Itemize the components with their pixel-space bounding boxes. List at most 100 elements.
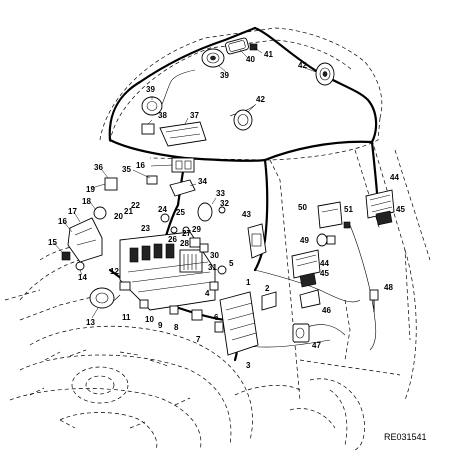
callout-36: 36 bbox=[94, 163, 103, 172]
switch-15 bbox=[61, 251, 71, 261]
relay-29 bbox=[189, 237, 201, 248]
part-27 bbox=[182, 226, 190, 234]
callout-25: 25 bbox=[176, 208, 185, 217]
callout-16-left: 16 bbox=[58, 217, 67, 226]
callout-44-lower: 44 bbox=[320, 259, 329, 268]
callout-labels: 1 2 3 4 5 6 7 8 9 10 11 12 13 14 15 16 1… bbox=[48, 50, 405, 370]
speaker-42-upper bbox=[315, 62, 335, 86]
tractor-outline bbox=[4, 27, 431, 450]
callout-43: 43 bbox=[242, 210, 251, 219]
callout-12: 12 bbox=[110, 267, 119, 276]
relay-28 bbox=[199, 243, 209, 253]
callout-26: 26 bbox=[168, 235, 177, 244]
callout-20: 20 bbox=[114, 212, 123, 221]
flasher-22 bbox=[197, 202, 213, 222]
sensor-48 bbox=[369, 289, 379, 312]
speaker-42-middle bbox=[233, 109, 253, 131]
switch-41 bbox=[249, 43, 258, 51]
callout-5: 5 bbox=[229, 259, 234, 268]
callout-31: 31 bbox=[208, 263, 217, 272]
callout-4: 4 bbox=[205, 289, 210, 298]
work-light-44-lower bbox=[291, 249, 321, 279]
work-light-44-upper bbox=[365, 189, 395, 219]
callout-41: 41 bbox=[264, 50, 273, 59]
control-box-16 bbox=[67, 217, 103, 263]
connector-7 bbox=[191, 309, 203, 321]
callout-35: 35 bbox=[122, 165, 131, 174]
callout-33: 33 bbox=[216, 189, 225, 198]
callout-28: 28 bbox=[180, 239, 189, 248]
connector-10 bbox=[139, 299, 149, 309]
callout-9: 9 bbox=[158, 321, 163, 330]
callout-8: 8 bbox=[174, 323, 179, 332]
callout-16-top: 16 bbox=[136, 161, 145, 170]
connector-14 bbox=[75, 261, 85, 271]
callout-18: 18 bbox=[82, 197, 91, 206]
callout-13: 13 bbox=[86, 318, 95, 327]
callout-6: 6 bbox=[214, 313, 219, 322]
fuse-relay-panel bbox=[119, 231, 216, 311]
callout-51: 51 bbox=[344, 205, 353, 214]
figure-reference-code: RE031541 bbox=[384, 432, 427, 442]
callout-21: 21 bbox=[124, 207, 133, 216]
callout-38: 38 bbox=[158, 111, 167, 120]
speaker-39-upper bbox=[201, 48, 225, 68]
callout-44-upper: 44 bbox=[390, 173, 399, 182]
dome-light-40 bbox=[225, 37, 249, 55]
switch-46 bbox=[299, 289, 321, 309]
part-24 bbox=[160, 213, 170, 223]
connector-34 bbox=[169, 179, 196, 197]
connector-15-upper bbox=[146, 175, 158, 185]
callout-37: 37 bbox=[190, 111, 199, 120]
switch-18 bbox=[93, 206, 107, 220]
callout-46: 46 bbox=[322, 306, 331, 315]
callout-39-upper: 39 bbox=[220, 71, 229, 80]
beacon-50 bbox=[317, 201, 343, 229]
part-26 bbox=[170, 226, 178, 234]
callout-34: 34 bbox=[198, 177, 207, 186]
connector-4 bbox=[209, 281, 219, 291]
callout-42-middle: 42 bbox=[256, 95, 265, 104]
callout-40: 40 bbox=[246, 55, 255, 64]
connector-8 bbox=[169, 305, 179, 315]
callout-32: 32 bbox=[220, 199, 229, 208]
callout-7: 7 bbox=[196, 335, 201, 344]
connector-5 bbox=[217, 265, 227, 275]
leader-lines bbox=[53, 47, 317, 319]
socket-47 bbox=[292, 323, 310, 343]
connector-51 bbox=[343, 221, 351, 229]
callout-45-lower: 45 bbox=[320, 269, 329, 278]
callout-47: 47 bbox=[312, 341, 321, 350]
callout-48: 48 bbox=[384, 283, 393, 292]
components bbox=[61, 37, 395, 356]
callout-14: 14 bbox=[78, 273, 87, 282]
callout-2: 2 bbox=[265, 284, 270, 293]
connector-36 bbox=[104, 177, 118, 191]
callout-39-left: 39 bbox=[146, 85, 155, 94]
callout-23: 23 bbox=[141, 224, 150, 233]
relay-16-top bbox=[171, 157, 195, 173]
radio-unit-37 bbox=[159, 121, 207, 147]
work-light-45-lower bbox=[299, 272, 317, 288]
fuse-box-1 bbox=[219, 291, 259, 356]
sensor-2 bbox=[261, 291, 277, 311]
callout-29: 29 bbox=[192, 225, 201, 234]
connector-11 bbox=[119, 281, 131, 291]
callout-3: 3 bbox=[246, 361, 251, 370]
callout-30: 30 bbox=[210, 251, 219, 260]
callout-17: 17 bbox=[68, 207, 77, 216]
callout-42-upper: 42 bbox=[298, 61, 307, 70]
callout-10: 10 bbox=[145, 315, 154, 324]
work-light-45-upper bbox=[375, 210, 393, 226]
callout-11: 11 bbox=[122, 313, 131, 322]
module-38 bbox=[141, 123, 155, 135]
horn-13 bbox=[89, 287, 115, 309]
grommet-32 bbox=[218, 206, 226, 214]
relay-43 bbox=[247, 223, 267, 259]
callout-22: 22 bbox=[131, 201, 140, 210]
callout-45-upper: 45 bbox=[396, 205, 405, 214]
callout-1: 1 bbox=[246, 278, 251, 287]
connector-49 bbox=[316, 233, 336, 247]
